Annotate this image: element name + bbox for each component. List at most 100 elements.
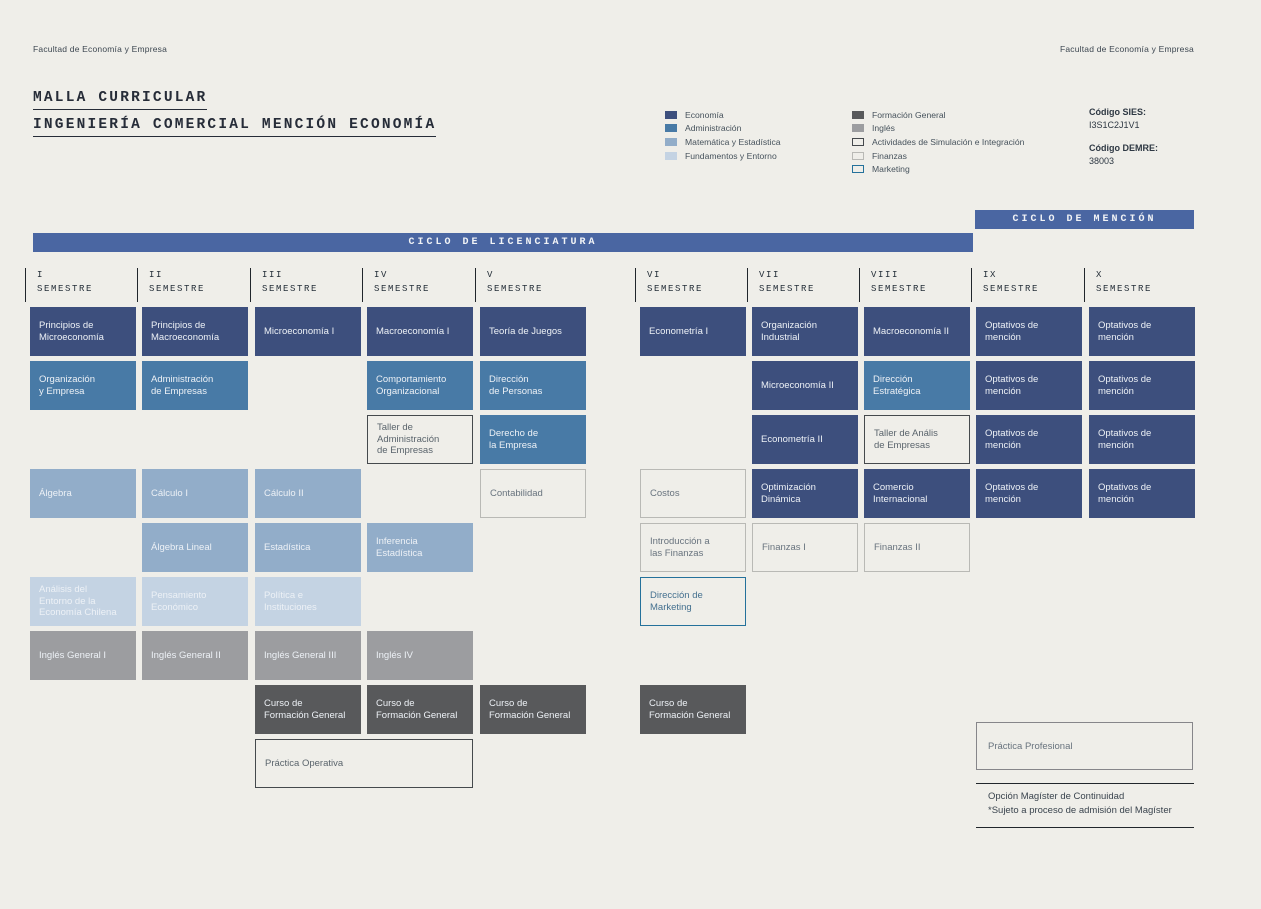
course-box: Inglés IV xyxy=(367,631,473,680)
course-box: Inglés General II xyxy=(142,631,248,680)
course-label: Inglés General II xyxy=(151,649,221,661)
course-box: Dirección de Marketing xyxy=(640,577,746,626)
course-box: Curso de Formación General xyxy=(640,685,746,734)
course-box: Álgebra xyxy=(30,469,136,518)
magister-divider-top xyxy=(976,783,1194,784)
course-label: Derecho de la Empresa xyxy=(489,427,539,451)
course-label: Curso de Formación General xyxy=(264,697,346,721)
simulacion-swatch-icon xyxy=(852,137,864,146)
course-label: Pensamiento Económico xyxy=(151,589,207,613)
fundamentos-swatch-icon xyxy=(665,151,677,160)
legend-item-economia: Economía xyxy=(665,108,781,122)
course-label: Curso de Formación General xyxy=(489,697,571,721)
course-label: Organización Industrial xyxy=(761,319,817,343)
course-label: Dirección de Personas xyxy=(489,373,543,397)
course-label: Finanzas II xyxy=(874,541,921,553)
course-box: Cálculo II xyxy=(255,469,361,518)
administracion-swatch-icon xyxy=(665,124,677,133)
course-label: Microeconomía II xyxy=(761,379,834,391)
course-box: Optativos de mención xyxy=(976,361,1082,410)
course-box: Econometría I xyxy=(640,307,746,356)
banner-ciclo-licenciatura: CICLO DE LICENCIATURA xyxy=(33,233,973,252)
course-label: Principios de Macroeconomía xyxy=(151,319,220,343)
course-box: Contabilidad xyxy=(480,469,586,518)
legend-label: Economía xyxy=(685,109,724,120)
course-box: Costos xyxy=(640,469,746,518)
course-label: Álgebra xyxy=(39,487,72,499)
finanzas-swatch-icon xyxy=(852,151,864,160)
course-box: Optativos de mención xyxy=(1089,469,1195,518)
course-box: Optativos de mención xyxy=(1089,415,1195,464)
course-box: Estadística xyxy=(255,523,361,572)
course-box: Dirección de Personas xyxy=(480,361,586,410)
marketing-swatch-icon xyxy=(852,165,864,174)
legend-label: Finanzas xyxy=(872,150,907,161)
course-label: Contabilidad xyxy=(490,487,543,499)
course-box: Optativos de mención xyxy=(1089,361,1195,410)
course-box: Introducción a las Finanzas xyxy=(640,523,746,572)
course-label: Comportamiento Organizacional xyxy=(376,373,447,397)
course-label: Optimización Dinámica xyxy=(761,481,816,505)
title-line-2: INGENIERÍA COMERCIAL MENCIÓN ECONOMÍA xyxy=(33,117,437,137)
course-label: Estadística xyxy=(264,541,311,553)
course-label: Teoría de Juegos xyxy=(489,325,562,337)
course-label: Finanzas I xyxy=(762,541,806,553)
course-box: Organización Industrial xyxy=(752,307,858,356)
course-label: Optativos de mención xyxy=(985,481,1039,505)
course-box: Política e Instituciones xyxy=(255,577,361,626)
legend-item-administracion: Administración xyxy=(665,122,781,136)
course-box: Taller de Anális de Empresas xyxy=(864,415,970,464)
course-label: Dirección Estratégica xyxy=(873,373,921,397)
course-box: Microeconomía II xyxy=(752,361,858,410)
legend-label: Fundamentos y Entorno xyxy=(685,150,777,161)
course-label: Econometría I xyxy=(649,325,709,337)
legend-label: Matemática y Estadística xyxy=(685,136,781,147)
magister-divider-bottom xyxy=(976,827,1194,828)
course-box: Finanzas I xyxy=(752,523,858,572)
course-label: Política e Instituciones xyxy=(264,589,317,613)
course-box: Administración de Empresas xyxy=(142,361,248,410)
legend-label: Actividades de Simulación e Integración xyxy=(872,136,1025,147)
course-box: Optativos de mención xyxy=(976,307,1082,356)
course-label: Optativos de mención xyxy=(1098,481,1152,505)
course-label: Comercio Internacional xyxy=(873,481,928,505)
course-box: Organización y Empresa xyxy=(30,361,136,410)
course-label: Práctica Operativa xyxy=(265,757,344,769)
course-label: Macroeconomía II xyxy=(873,325,950,337)
codes-block: Código SIES: I3S1C2J1V1 Código DEMRE: 38… xyxy=(1089,106,1158,168)
ingles-swatch-icon xyxy=(852,124,864,133)
course-label: Optativos de mención xyxy=(985,373,1039,397)
course-label: Análisis del Entorno de la Economía Chil… xyxy=(39,584,117,619)
title-line-1: MALLA CURRICULAR xyxy=(33,90,208,110)
course-box: Análisis del Entorno de la Economía Chil… xyxy=(30,577,136,626)
legend-item-marketing: Marketing xyxy=(852,162,1024,176)
course-label: Cálculo II xyxy=(264,487,304,499)
course-box: Comportamiento Organizacional xyxy=(367,361,473,410)
course-box: Inglés General III xyxy=(255,631,361,680)
course-box: Teoría de Juegos xyxy=(480,307,586,356)
legend-item-fundamentos: Fundamentos y Entorno xyxy=(665,149,781,163)
course-box: Curso de Formación General xyxy=(480,685,586,734)
faculty-name-left: Facultad de Economía y Empresa xyxy=(33,44,168,54)
course-box: Álgebra Lineal xyxy=(142,523,248,572)
page-title: MALLA CURRICULAR INGENIERÍA COMERCIAL ME… xyxy=(33,88,437,142)
course-box: Optativos de mención xyxy=(976,415,1082,464)
sies-code-label: Código SIES: xyxy=(1089,107,1146,117)
course-box: Cálculo I xyxy=(142,469,248,518)
course-label: Optativos de mención xyxy=(985,319,1039,343)
course-box: Dirección Estratégica xyxy=(864,361,970,410)
magister-line-2: *Sujeto a proceso de admisión del Magíst… xyxy=(988,805,1172,816)
faculty-name-right: Facultad de Economía y Empresa xyxy=(1059,44,1194,54)
course-label: Cálculo I xyxy=(151,487,188,499)
formacion-swatch-icon xyxy=(852,110,864,119)
course-box: Pensamiento Económico xyxy=(142,577,248,626)
